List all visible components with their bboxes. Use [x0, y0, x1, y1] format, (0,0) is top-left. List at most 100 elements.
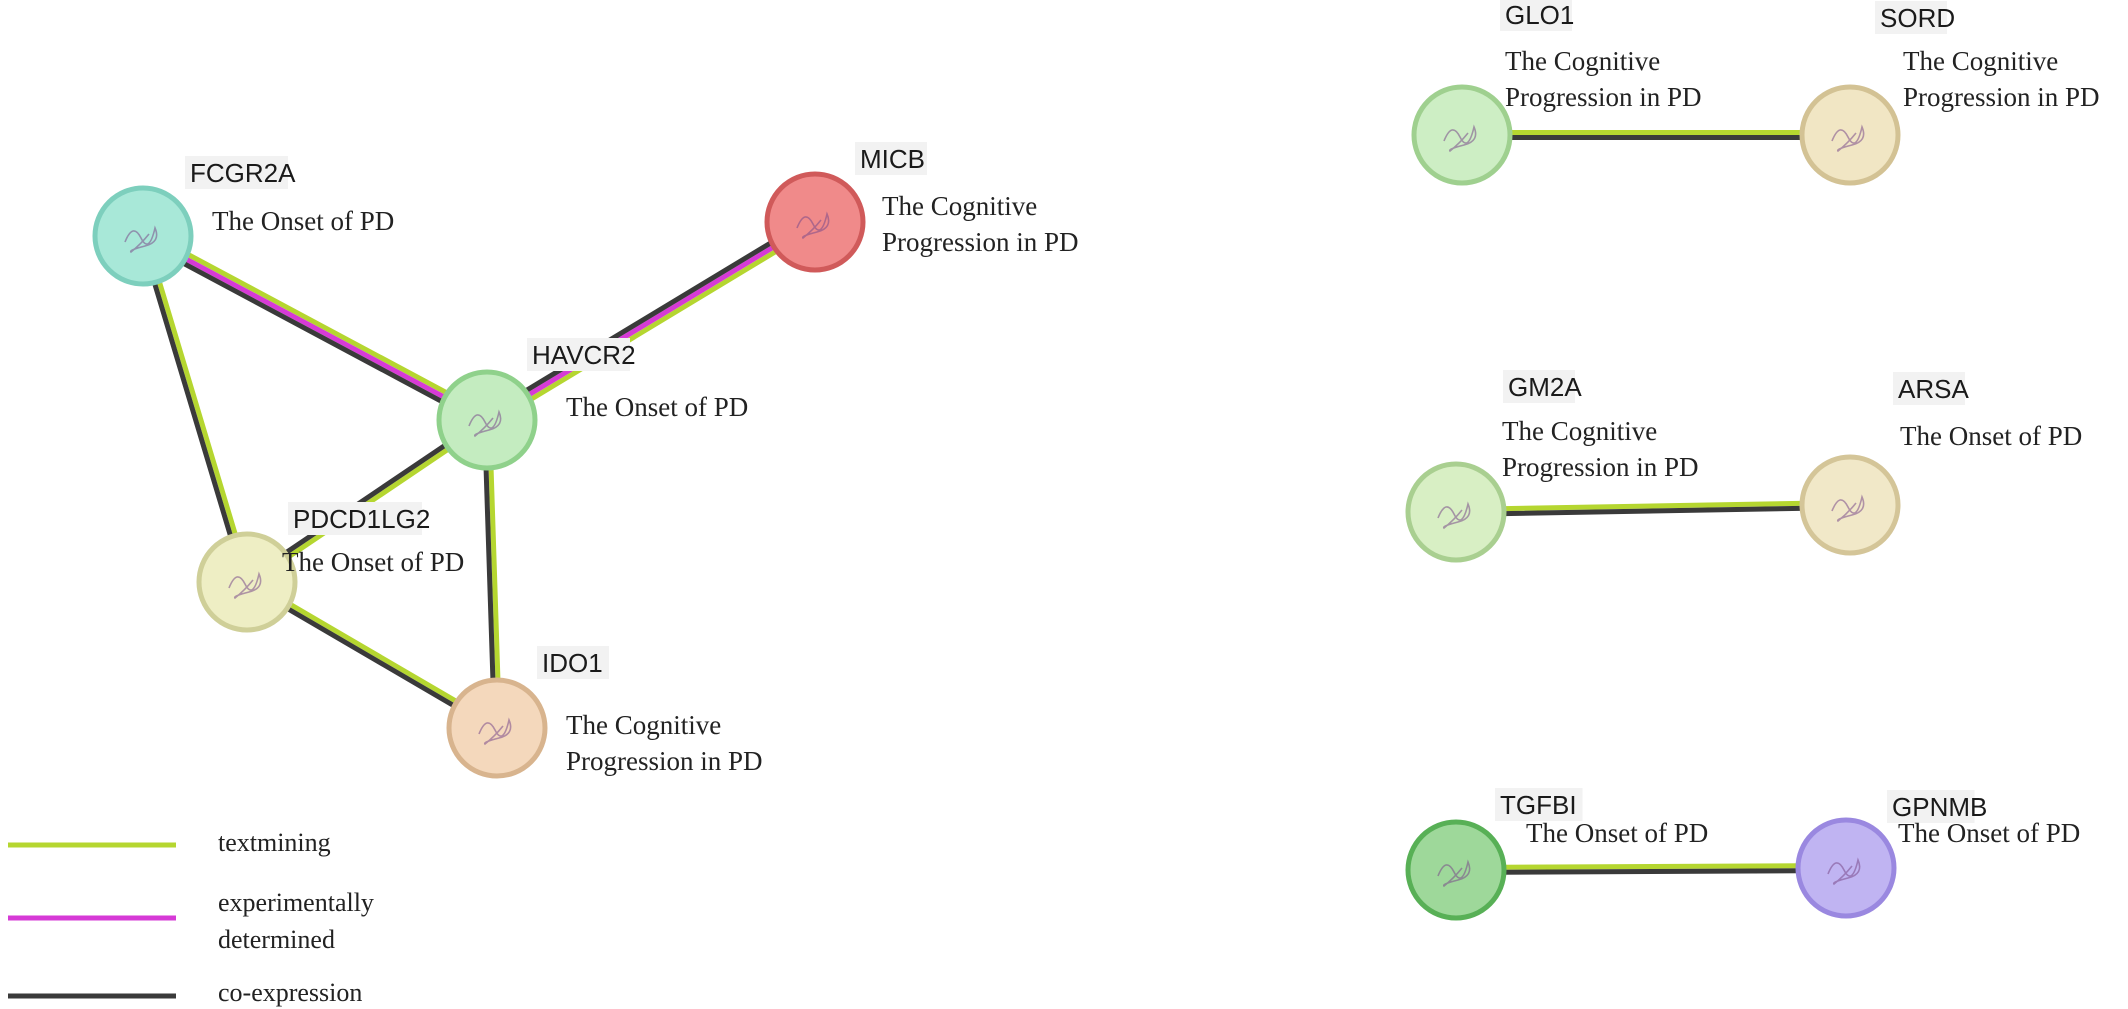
- node-circle[interactable]: [1799, 454, 1901, 556]
- gene-label-background: [1495, 788, 1583, 821]
- edge-strand-experimentally-determined: [484, 219, 818, 423]
- gene-label-background: [1893, 372, 1965, 405]
- stage-annotation: Progression in PD: [1502, 452, 1699, 482]
- protein-structure-icon: [1831, 494, 1865, 523]
- stage-annotation: The Onset of PD: [1900, 421, 2082, 451]
- gene-label: SORD: [1880, 3, 1955, 33]
- edge-strand-textmining: [1453, 863, 1849, 871]
- gene-label: GLO1: [1505, 0, 1574, 30]
- edge-glo1-sord: [1459, 130, 1853, 140]
- gene-label: TGFBI: [1500, 790, 1577, 820]
- node-circle[interactable]: [1411, 84, 1513, 186]
- legend-label: textmining: [218, 828, 331, 857]
- gene-label: HAVCR2: [532, 340, 636, 370]
- stage-annotation: The Onset of PD: [566, 392, 748, 422]
- gene-label-background: [288, 502, 422, 535]
- protein-structure-icon: [468, 409, 502, 438]
- stage-annotation: Progression in PD: [882, 227, 1079, 257]
- gene-label-background: [855, 142, 927, 175]
- edge-strand-textmining: [486, 417, 502, 731]
- legend-label: determined: [218, 925, 335, 954]
- legend-item-experimentally-determined: experimentally determined: [8, 888, 374, 954]
- legend-label: experimentally: [218, 888, 374, 917]
- stage-annotation: Progression in PD: [566, 746, 763, 776]
- edge-strand-experimentally-determined: [140, 233, 490, 423]
- stage-annotation: The Onset of PD: [212, 206, 394, 236]
- edge-fcgr2a-havcr2: [138, 229, 492, 427]
- edge-tgfbi-gpnmb: [1453, 863, 1849, 875]
- node-circle[interactable]: [196, 531, 298, 633]
- edge-fcgr2a-pdcd1lg2: [138, 232, 252, 586]
- stage-annotation: The Cognitive: [882, 191, 1037, 221]
- edge-strand-co-expression: [138, 234, 248, 586]
- edge-strand-co-expression: [1453, 867, 1849, 875]
- legend: textmining experimentally determined co-exp…: [8, 828, 374, 1007]
- edge-strand-textmining: [1453, 500, 1853, 513]
- gene-label: IDO1: [542, 648, 603, 678]
- node-circle[interactable]: [1799, 84, 1901, 186]
- node-circle[interactable]: [1405, 461, 1507, 563]
- edge-strand-co-expression: [482, 417, 498, 731]
- stage-annotation: The Onset of PD: [1526, 818, 1708, 848]
- stage-annotation: The Onset of PD: [1898, 818, 2080, 848]
- node-circle[interactable]: [92, 185, 194, 287]
- gene-label-background: [1887, 790, 1975, 823]
- stage-annotation: The Onset of PD: [282, 547, 464, 577]
- gene-label: PDCD1LG2: [293, 504, 430, 534]
- stage-annotation: The Cognitive: [1502, 416, 1657, 446]
- edge-strand-textmining: [142, 229, 492, 419]
- gene-label: FCGR2A: [190, 158, 296, 188]
- protein-structure-icon: [1437, 501, 1471, 530]
- edge-strand-textmining: [487, 223, 821, 427]
- legend-label: co-expression: [218, 978, 362, 1007]
- protein-structure-icon: [796, 211, 830, 240]
- edge-strand-co-expression: [138, 237, 488, 427]
- stage-annotation: Progression in PD: [1903, 82, 2100, 112]
- stage-annotation: The Cognitive: [566, 710, 721, 740]
- legend-item-co-expression: co-expression: [8, 978, 362, 1007]
- protein-structure-icon: [228, 571, 262, 600]
- edge-gm2a-arsa: [1453, 500, 1853, 517]
- node-circle[interactable]: [1405, 819, 1507, 921]
- gene-label-background: [1875, 1, 1947, 34]
- node-circle[interactable]: [436, 369, 538, 471]
- legend-item-textmining: textmining: [8, 828, 331, 857]
- edge-strand-co-expression: [481, 215, 815, 419]
- gene-label: MICB: [860, 144, 925, 174]
- edge-micb-havcr2: [481, 215, 821, 427]
- gene-label: GM2A: [1508, 372, 1582, 402]
- protein-structure-icon: [1443, 124, 1477, 153]
- edge-havcr2-ido1: [482, 417, 502, 731]
- stage-annotation: The Cognitive: [1903, 46, 2058, 76]
- gene-label: GPNMB: [1892, 792, 1987, 822]
- gene-label: ARSA: [1898, 374, 1969, 404]
- protein-structure-icon: [1827, 857, 1861, 886]
- gene-label-background: [185, 156, 288, 189]
- protein-structure-icon: [478, 717, 512, 746]
- gene-label-background: [527, 338, 630, 371]
- node-circle[interactable]: [1795, 817, 1897, 919]
- gene-label-background: [1503, 370, 1575, 403]
- edge-strand-textmining: [142, 232, 252, 584]
- protein-structure-icon: [1437, 859, 1471, 888]
- protein-structure-icon: [124, 225, 158, 254]
- gene-label-background: [537, 646, 609, 679]
- stage-annotation: Progression in PD: [1505, 82, 1702, 112]
- edge-strand-co-expression: [1453, 504, 1853, 517]
- node-circle[interactable]: [446, 677, 548, 779]
- node-arsa[interactable]: ARSA The Onset of PD: [1799, 372, 2082, 556]
- protein-structure-icon: [1831, 124, 1865, 153]
- node-fcgr2a[interactable]: FCGR2A The Onset of PD: [92, 156, 394, 287]
- node-circle[interactable]: [764, 171, 866, 273]
